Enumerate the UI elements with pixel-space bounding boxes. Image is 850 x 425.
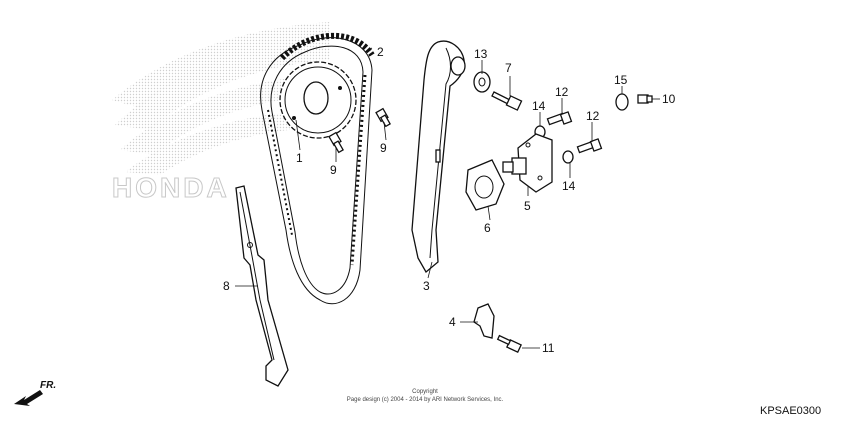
tensioner-bolt (546, 111, 603, 154)
callout-9b: 9 (330, 163, 337, 177)
watermark-text: HONDA (112, 172, 230, 203)
callout-numbers: 1 2 3 4 5 6 7 8 9 9 10 11 12 12 13 14 14… (223, 45, 676, 355)
diagram-code: KPSAE0300 (760, 405, 821, 417)
callout-7: 7 (505, 61, 512, 75)
callout-12b: 12 (586, 109, 600, 123)
cam-chain-tensioner-arm (411, 40, 466, 273)
callout-4: 4 (449, 315, 456, 329)
sealing-bolt (637, 94, 653, 104)
tensioner-pivot-bolt (491, 91, 523, 111)
honda-wing-watermark: HONDA (112, 22, 330, 204)
tensioner-gasket (465, 159, 505, 211)
callout-3: 3 (423, 279, 430, 293)
copyright-line1: Copyright (412, 389, 438, 395)
bracket-bolt (496, 334, 522, 354)
callout-9a: 9 (380, 141, 387, 155)
direction-label: FR. (40, 380, 56, 391)
callout-10: 10 (662, 92, 676, 106)
callout-12a: 12 (555, 85, 569, 99)
cam-chain (260, 32, 375, 305)
o-ring (615, 93, 629, 111)
callout-14a: 14 (532, 99, 546, 113)
callout-5: 5 (524, 199, 531, 213)
callout-15: 15 (614, 73, 628, 87)
callout-1: 1 (296, 151, 303, 165)
front-direction-indicator: FR. (14, 380, 56, 406)
callout-13: 13 (474, 47, 488, 61)
copyright-line2: Page design (c) 2004 - 2014 by ARI Netwo… (347, 397, 504, 403)
cam-chain-tensioner-lifter (502, 133, 553, 193)
callout-14b: 14 (562, 179, 576, 193)
chain-bracket (473, 303, 495, 339)
sprocket-bolt (375, 107, 391, 128)
cam-chain-guide (235, 185, 289, 387)
leader-lines (235, 47, 660, 349)
callout-6: 6 (484, 221, 491, 235)
cam-sprocket (279, 61, 357, 139)
callout-8: 8 (223, 279, 230, 293)
callout-11: 11 (542, 341, 555, 355)
washer (473, 71, 491, 93)
copyright-notice: Copyright Page design (c) 2004 - 2014 by… (347, 389, 504, 403)
callout-2: 2 (377, 45, 384, 59)
